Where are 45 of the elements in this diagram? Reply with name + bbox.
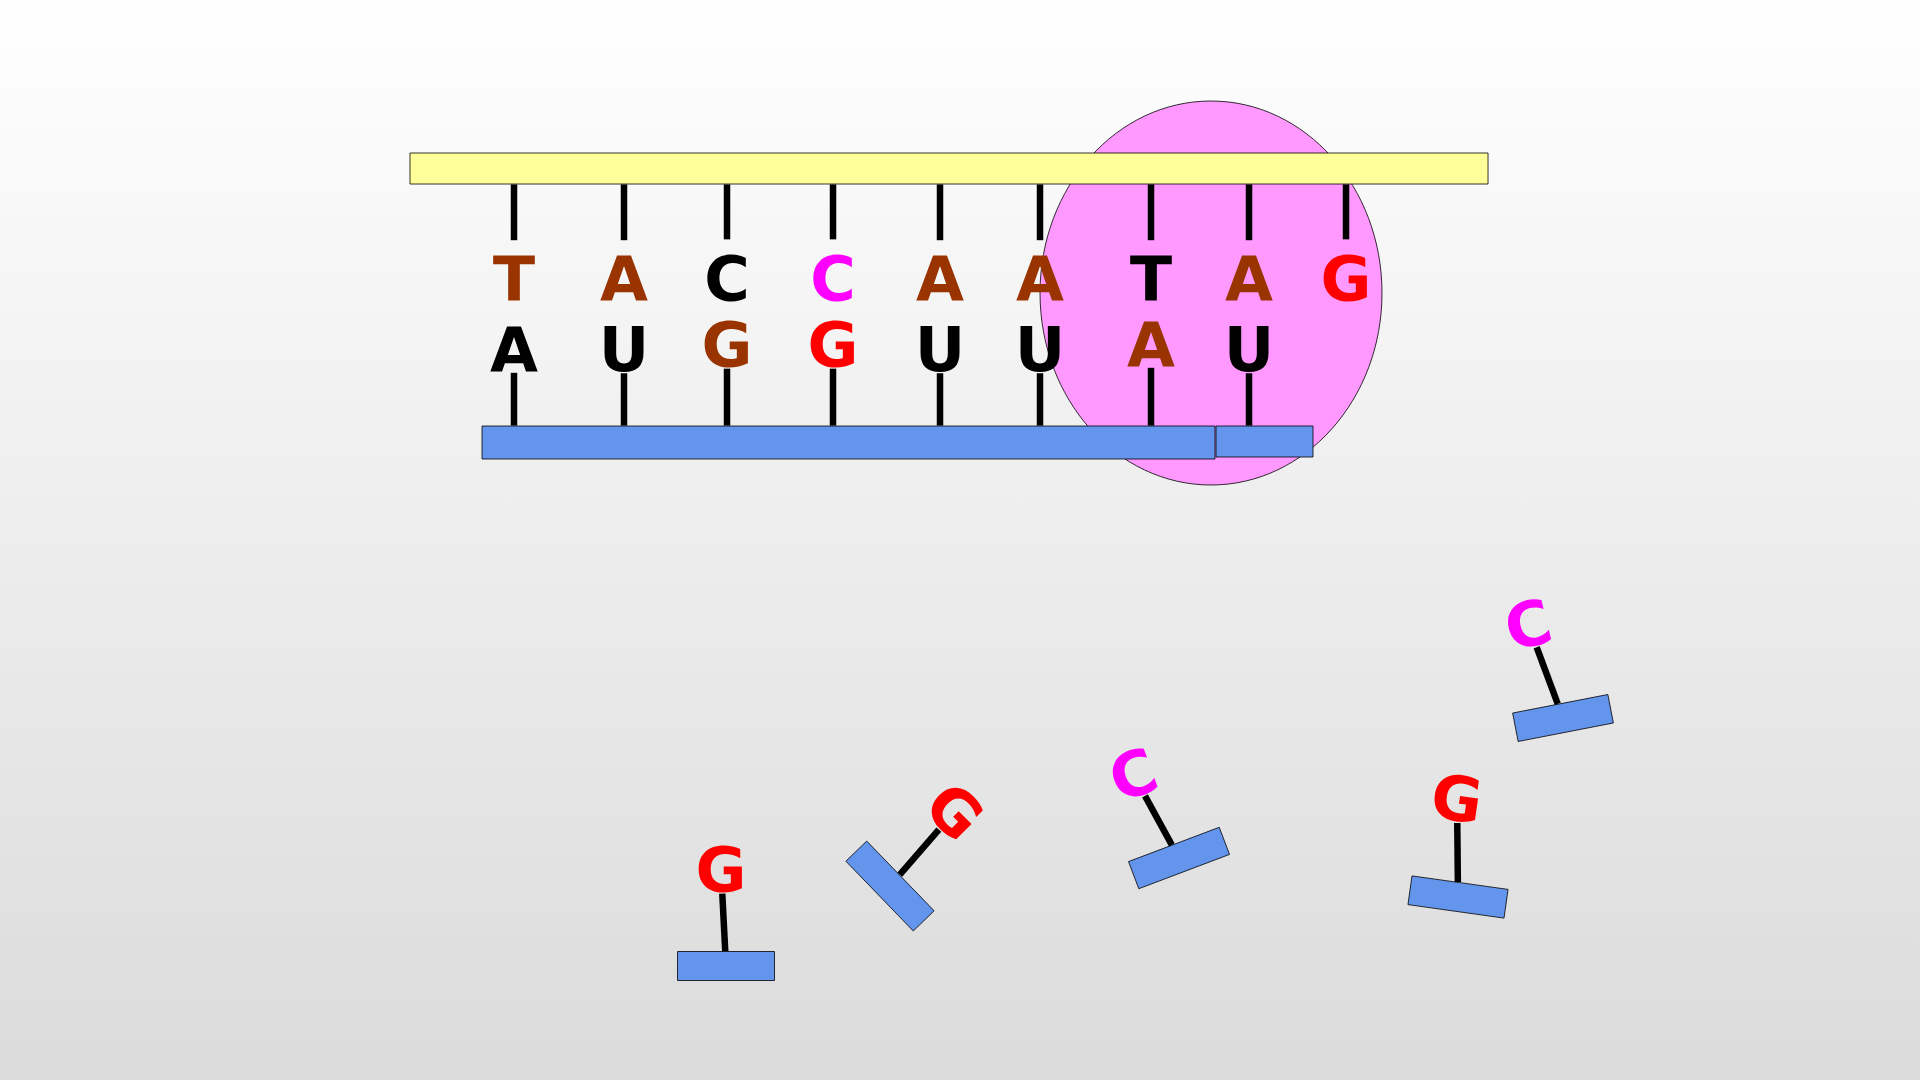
base-letter: A (600, 255, 648, 301)
base-letter: C (1508, 599, 1552, 647)
base-letter: A (1016, 255, 1064, 301)
base-stick (829, 368, 837, 426)
base-letter: G (931, 787, 983, 840)
base-stick (897, 827, 942, 877)
base-stick (1342, 184, 1350, 240)
base-stick (510, 184, 518, 241)
base-stick (1147, 367, 1155, 426)
base-stick (1142, 794, 1175, 847)
base-letter: C (1112, 748, 1158, 797)
base-letter: G (1434, 774, 1479, 822)
nucleotide-bar (1128, 826, 1230, 890)
base-letter: C (707, 254, 746, 302)
base-stick (829, 184, 837, 240)
base-stick (1245, 184, 1253, 241)
base-letter: G (1323, 254, 1367, 302)
nucleotide-bar (1512, 694, 1614, 742)
rna-strand-bar (1215, 425, 1314, 458)
nucleotide-bar (1407, 875, 1509, 919)
base-stick (1147, 184, 1155, 241)
base-letter: U (604, 325, 644, 373)
base-letter: U (1229, 325, 1269, 373)
base-stick (936, 184, 944, 241)
base-letter: A (490, 326, 538, 372)
base-stick (1533, 646, 1561, 705)
nucleotide-bar (845, 840, 935, 932)
base-letter: T (493, 255, 535, 301)
template-strand-bar (409, 152, 1489, 185)
base-stick (719, 893, 729, 952)
base-stick (1036, 184, 1044, 241)
base-letter: U (920, 325, 960, 373)
base-stick (723, 368, 731, 426)
base-stick (723, 184, 731, 240)
base-letter: T (1130, 255, 1172, 301)
nucleotide-bar (677, 951, 775, 981)
base-letter: A (1225, 255, 1273, 301)
base-letter: A (1127, 321, 1175, 367)
base-letter: G (810, 320, 854, 368)
base-stick (510, 372, 518, 426)
base-letter: C (813, 254, 852, 302)
base-letter: A (916, 255, 964, 301)
base-stick (620, 184, 628, 241)
base-letter: G (698, 845, 742, 893)
base-letter: G (704, 320, 748, 368)
